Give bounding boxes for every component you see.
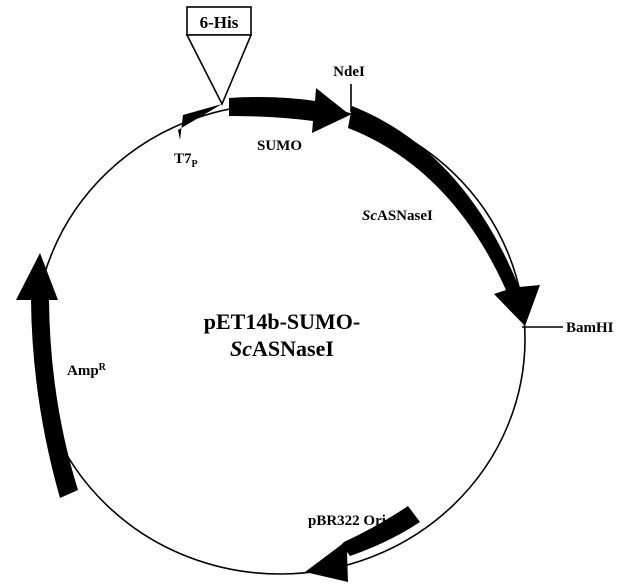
t7-label-sub: P: [192, 159, 198, 170]
t7-label: T7P: [174, 151, 198, 170]
sumo-arrow: [229, 88, 350, 133]
amp-label: AmpR: [67, 362, 107, 379]
amp-label-sup: R: [99, 362, 107, 373]
t7-promoter-arrow: [178, 104, 222, 140]
ori-label: pBR322 Ori: [308, 513, 386, 529]
amp-label-main: Amp: [67, 363, 99, 379]
his-tag-pointer: [185, 34, 253, 106]
t7-label-main: T7: [174, 151, 192, 167]
scasnase-label-rest: ASNaseI: [377, 208, 433, 224]
plasmid-name-line2-rest: ASNaseI: [252, 336, 334, 361]
his-tag-label: 6-His: [200, 13, 239, 32]
amp-arrow: [16, 253, 78, 498]
plasmid-name-line2: ScASNaseI: [230, 336, 334, 361]
sumo-label: SUMO: [257, 138, 302, 154]
scasnase-arrow: [348, 106, 540, 326]
plasmid-name-line2-italic: Sc: [230, 336, 252, 361]
scasnase-label: ScASNaseI: [362, 208, 433, 224]
ori-arrow: [305, 506, 420, 582]
ndei-label: NdeI: [333, 64, 365, 80]
bamhi-label: BamHI: [566, 320, 614, 336]
scasnase-label-italic: Sc: [362, 208, 377, 224]
plasmid-name-line1: pET14b-SUMO-: [204, 309, 360, 334]
